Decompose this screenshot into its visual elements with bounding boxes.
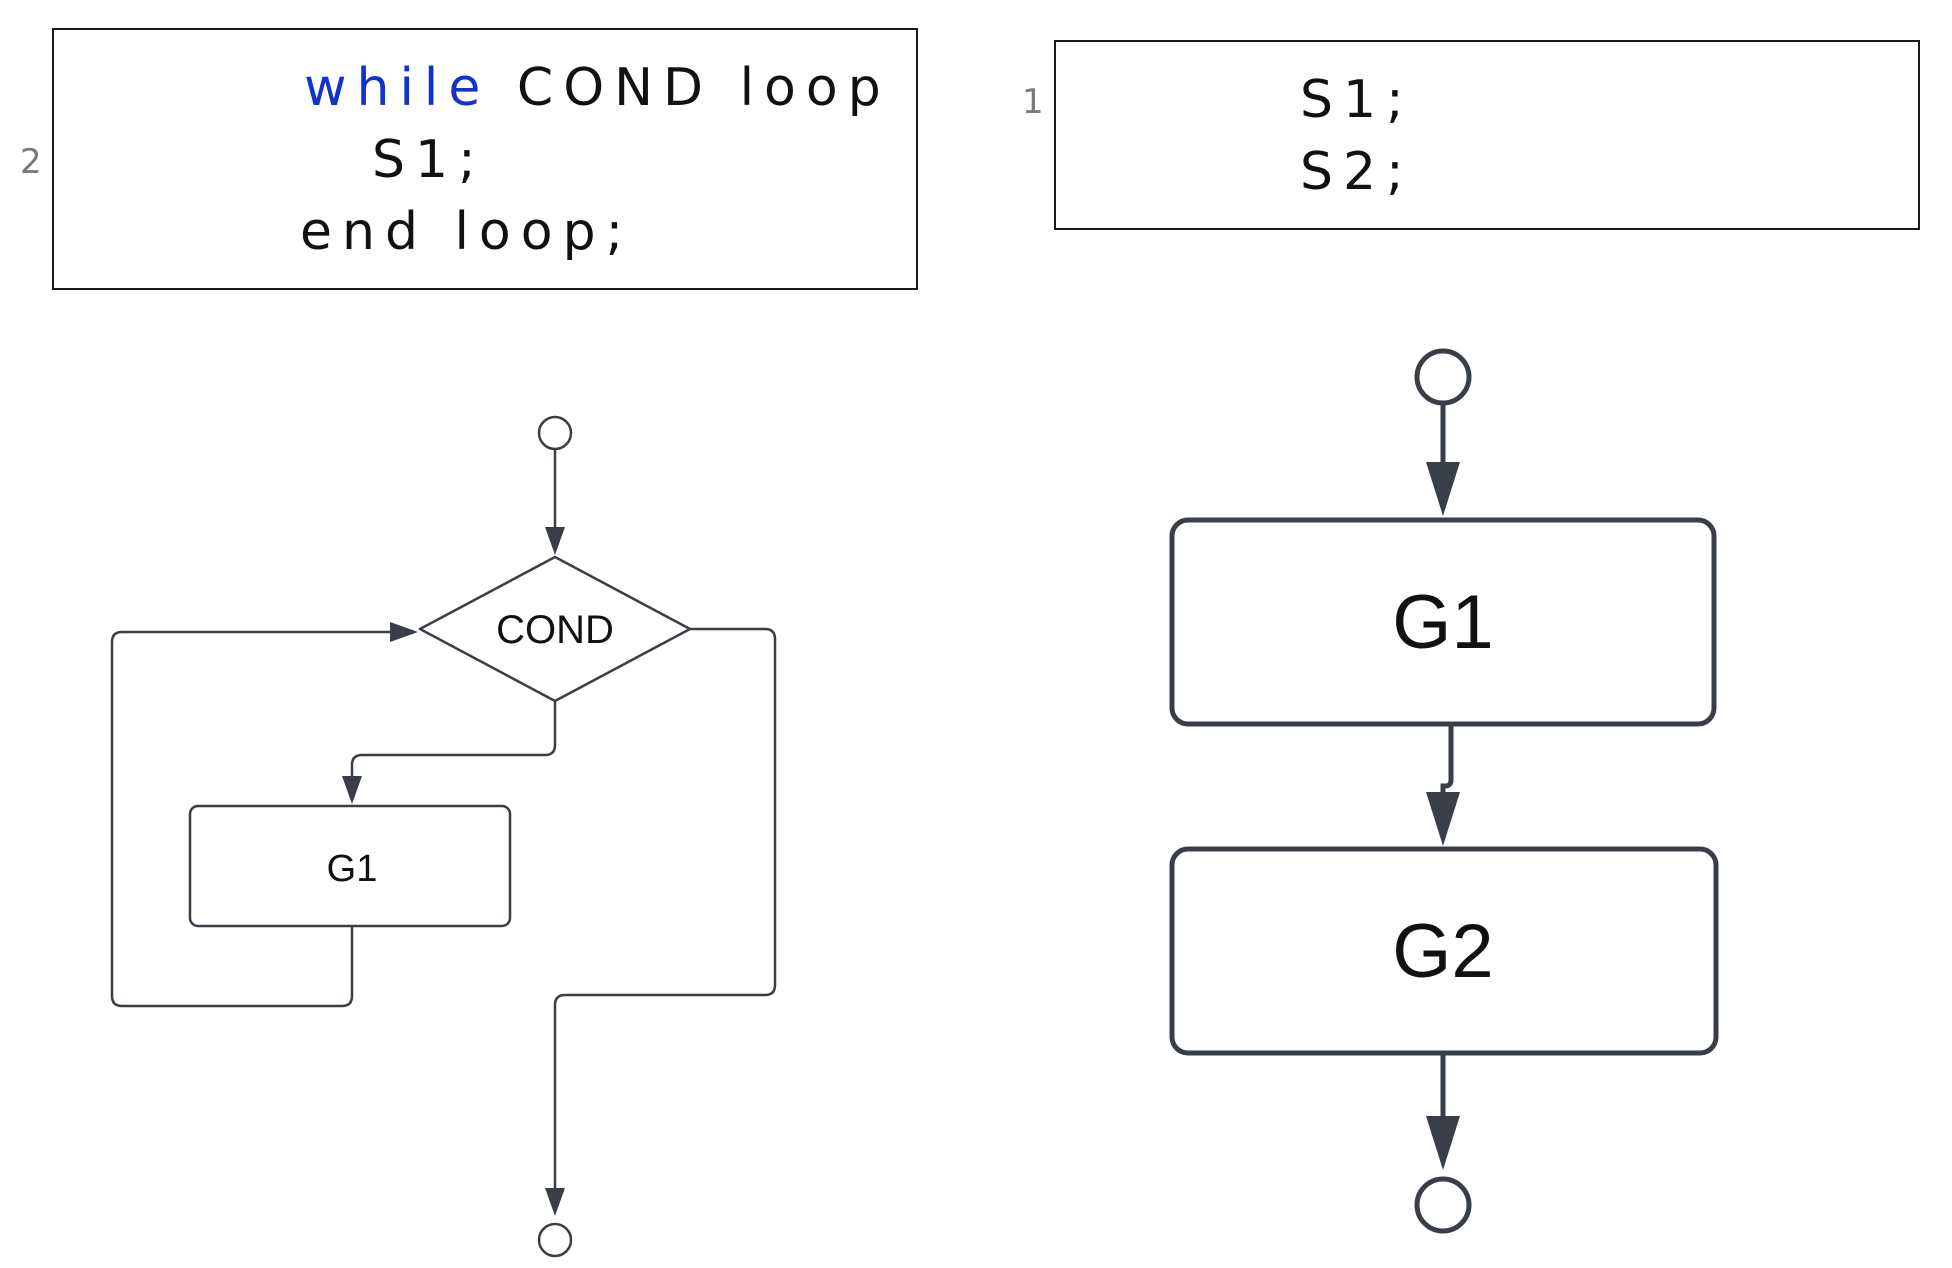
code-line-s2: S2; [1300,142,1414,202]
start-terminal [537,415,573,451]
cond-label: COND [496,608,614,652]
code-line-while-rest: COND loop [490,58,891,118]
code-line-while: while COND loop [304,62,891,114]
g1-block [188,804,512,928]
left-listing-line-number: 2 [20,142,42,182]
right-code-listing: S1; S2; [1054,40,1920,230]
left-code-listing: while COND loop S1; end loop; [52,28,918,290]
arrowhead-exit [545,1188,565,1216]
arrowhead-loop-back [390,622,418,642]
end-terminal [537,1222,573,1258]
seq-g2-label: G2 [1392,909,1493,994]
code-line-s1: S1; [372,130,486,190]
seq-g1-label: G1 [1392,580,1493,665]
right-listing-line-number: 1 [1022,82,1044,122]
edge-seq-g1-to-g2 [1440,724,1454,796]
keyword-while: while [304,58,491,118]
arrowhead-seq-g2-to-end [1426,1116,1460,1170]
g1-label: G1 [327,848,378,890]
seq-start-terminal [1414,348,1472,406]
seq-end-terminal [1414,1176,1472,1234]
arrowhead-start-to-cond [545,527,565,555]
seq-g1-block [1169,517,1717,727]
while-loop-flowchart [110,415,777,1258]
code-line-end-loop: end loop; [300,202,634,262]
edge-cond-to-g1 [350,701,557,778]
edge-cond-exit [553,627,777,1190]
arrowhead-seq-start-to-g1 [1426,462,1460,516]
arrowhead-seq-g1-to-g2 [1426,792,1460,846]
edge-g1-loop-back [110,630,392,1008]
sequence-flowchart [1169,348,1719,1234]
code-line-s1: S1; [1300,70,1414,130]
arrowhead-cond-to-g1 [342,776,362,804]
